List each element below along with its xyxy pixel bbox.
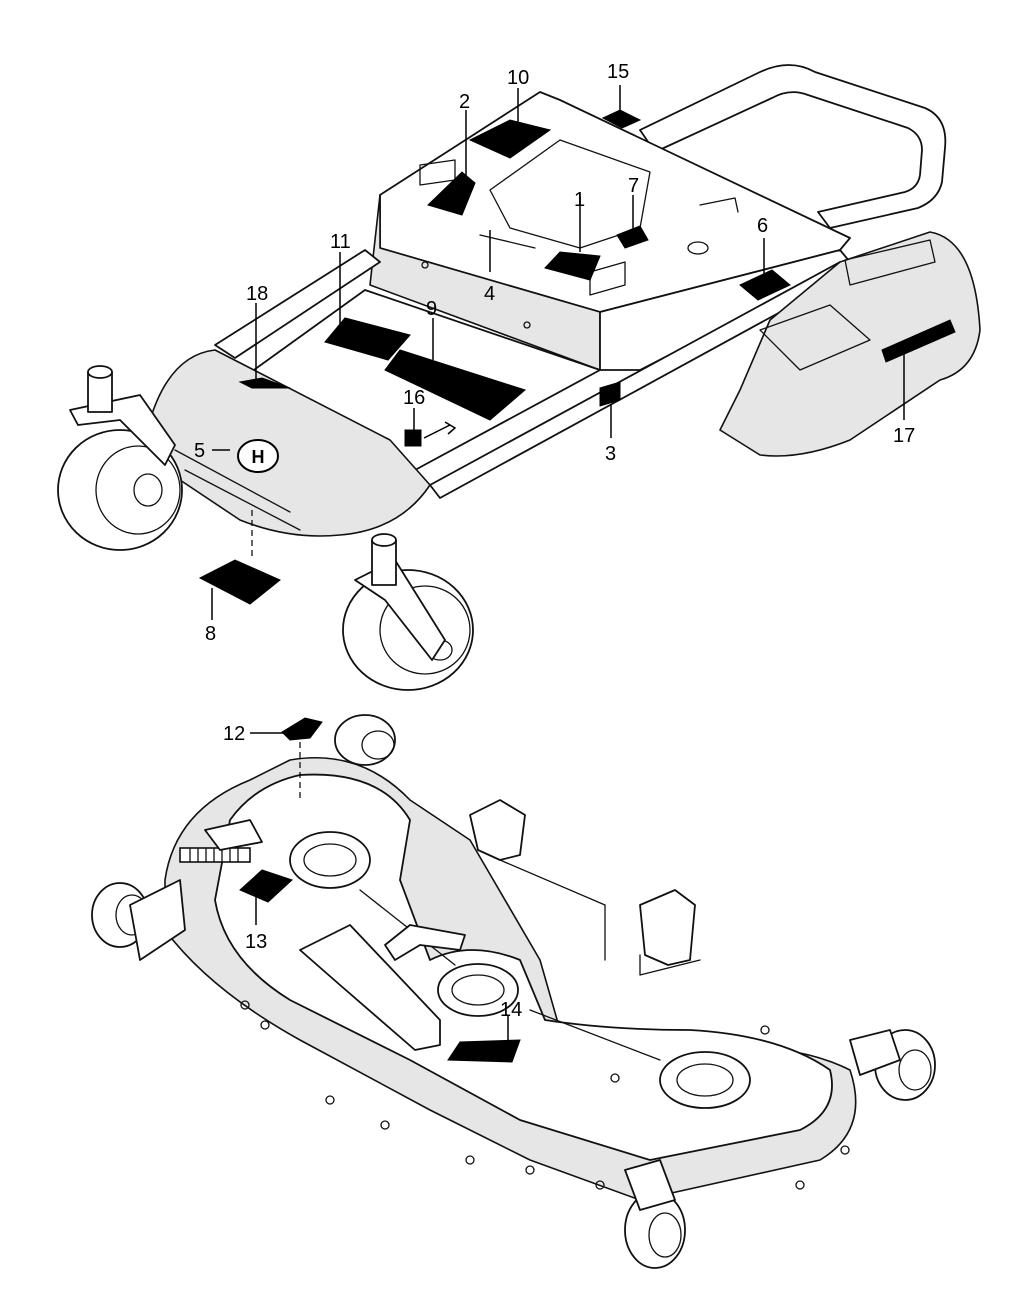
- svg-text:H: H: [252, 447, 265, 467]
- cutting-deck-assembly: [91, 714, 936, 1269]
- center-spindle: [437, 963, 519, 1017]
- callout-leaders: [211, 85, 905, 1045]
- decal-3: [599, 381, 621, 407]
- mower-frame-assembly: H: [57, 64, 981, 691]
- decal-10: [468, 119, 552, 159]
- decal-2: [427, 171, 476, 216]
- center-bracket: [384, 924, 466, 961]
- decal-15: [601, 109, 642, 129]
- callout-5: 5: [194, 440, 205, 462]
- right-fender: [719, 231, 981, 457]
- callout-14: 14: [500, 999, 522, 1021]
- rear-left-hanger: [469, 799, 526, 861]
- deck-gauge-wheel-front: [624, 1159, 686, 1269]
- decal-1: [544, 251, 601, 281]
- decal-17: [881, 319, 956, 363]
- callout-7: 7: [628, 175, 639, 197]
- right-spindle: [659, 1051, 751, 1109]
- callout-11: 11: [330, 231, 351, 253]
- callout-1: 1: [574, 189, 585, 211]
- right-front-caster-wheel: [342, 533, 474, 691]
- decal-11: [324, 317, 411, 361]
- deck-gauge-wheel-right: [849, 1029, 936, 1101]
- decal-18: [238, 377, 291, 389]
- decal-16: [404, 429, 422, 447]
- tensioner-spring: [179, 819, 263, 863]
- husqvarna-logo-icon: H: [237, 439, 279, 473]
- deck-gauge-wheel-rear: [334, 714, 396, 766]
- callout-16: 16: [403, 387, 425, 409]
- decal-13: [239, 869, 293, 903]
- front-bumper: [149, 349, 431, 537]
- left-front-caster-wheel: [57, 365, 183, 551]
- callout-13: 13: [245, 931, 267, 953]
- callout-4: 4: [484, 283, 495, 305]
- rear-handle-loop: [639, 64, 947, 229]
- callout-12: 12: [223, 723, 245, 745]
- callout-8: 8: [205, 623, 216, 645]
- callout-9: 9: [426, 298, 437, 320]
- left-spindle: [289, 831, 371, 889]
- callout-10: 10: [507, 67, 529, 89]
- callout-3: 3: [605, 443, 616, 465]
- decal-14: [447, 1039, 521, 1063]
- front-hanger-bracket: [299, 924, 441, 1051]
- decal-12: [281, 717, 323, 741]
- rear-right-hanger: [639, 889, 696, 966]
- decal-6: [739, 269, 791, 301]
- callout-15: 15: [607, 61, 629, 83]
- decal-9: [384, 349, 527, 421]
- decal-8: [198, 559, 281, 605]
- callout-6: 6: [757, 215, 768, 237]
- deck-gauge-wheel-left: [91, 879, 186, 961]
- callout-2: 2: [459, 91, 470, 113]
- callout-17: 17: [893, 425, 915, 447]
- callout-18: 18: [246, 283, 268, 305]
- deck-bolts: [240, 1000, 850, 1190]
- callout-labels: 1 2 3 4 5 6 7 8 9 10 11 12 13 14 15 16 1…: [194, 61, 915, 1021]
